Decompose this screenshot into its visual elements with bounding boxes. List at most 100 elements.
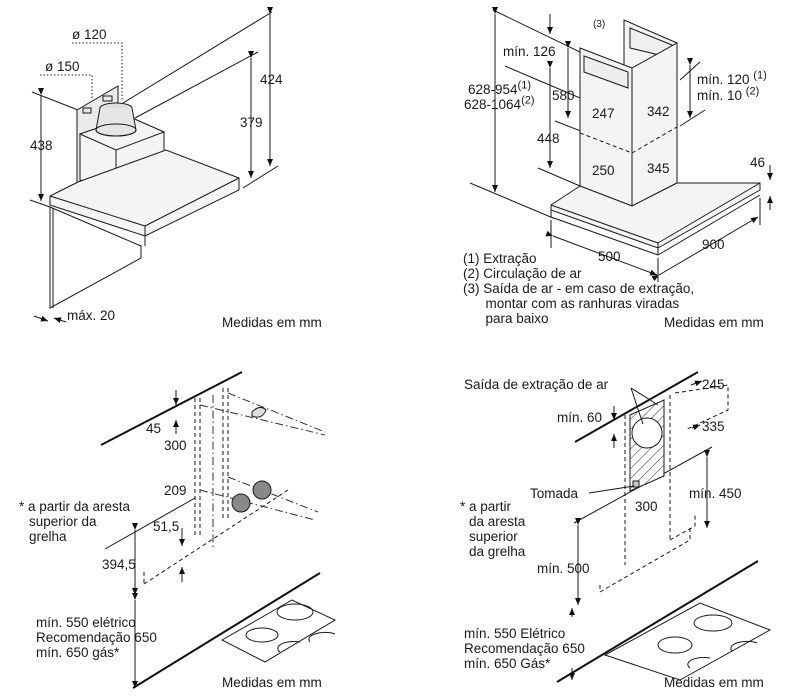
footnote-line-1: * a partir da aresta [19, 499, 131, 514]
upper-chimney-label: 580 [552, 88, 575, 103]
extension-line [469, 182, 554, 219]
bracket-slot [82, 107, 92, 114]
min-recirculation-value: mín. 10 [697, 88, 743, 103]
wall-plug [252, 480, 272, 500]
clearance-electric: mín. 550 elétrico [36, 615, 136, 630]
unit-note: Medidas em mm [222, 315, 322, 330]
lower-chimney-label: 448 [537, 131, 560, 146]
footnote-line-3: superior [469, 529, 518, 544]
extension-line [31, 91, 79, 111]
dimension-900 [651, 216, 759, 282]
legend-item-3: (3) Saída de ar - em caso de extração, [463, 281, 695, 296]
min-top-label: mín. 126 [503, 44, 556, 59]
total-height-extraction: 628-954(1) [468, 79, 531, 97]
extension-line [134, 51, 259, 119]
front-view-drawing [469, 7, 773, 282]
leader-socket [588, 485, 635, 494]
side-view-drawing [29, 7, 279, 324]
total-height-extraction-value: 628-954 [468, 82, 518, 97]
total-height-recirculation-value: 628-1064 [464, 97, 522, 112]
leader-120 [72, 42, 123, 100]
ceiling-line [574, 371, 699, 443]
extension-line [29, 199, 51, 208]
duct-diameter-150: ø 150 [45, 59, 80, 74]
extension-line [537, 167, 581, 187]
depth-label: 500 [598, 249, 621, 264]
footnote-line-2: superior da [29, 514, 97, 529]
clearance-gas: mín. 650 gás* [36, 645, 120, 660]
width-label: 900 [702, 237, 725, 252]
total-height-recirculation: 628-1064(2) [464, 94, 535, 112]
chimney-side [631, 42, 678, 207]
extension-line [122, 11, 273, 104]
grid-edge-line [104, 497, 196, 550]
legend-item-3-cont: para baixo [463, 311, 549, 326]
hob-line [556, 560, 759, 683]
dim-245-label: 245 [702, 377, 725, 392]
footnote-line-1: * a partir [460, 499, 512, 514]
footnote-line-4: da grelha [469, 544, 526, 559]
mounting-bracket [251, 406, 267, 418]
outlet-drawing [556, 371, 772, 683]
dim-335-label: 335 [702, 419, 725, 434]
hob-line [132, 572, 321, 689]
lower-width-label: 250 [592, 163, 615, 178]
lower-depth-label: 345 [647, 161, 670, 176]
socket-label: Tomada [530, 486, 579, 501]
mounting-drawing [100, 371, 337, 689]
footnote-line-3: grelha [29, 529, 67, 544]
dim-45-label: 45 [146, 421, 162, 436]
min-extraction-value: mín. 120 [697, 72, 750, 87]
leader-outlet [630, 387, 644, 425]
dim-300-label: 300 [164, 438, 187, 453]
min-extraction-label: mín. 120 (1) [697, 69, 767, 87]
dimension-500 [545, 230, 658, 276]
footnote-ref-1: (1) [753, 69, 767, 82]
socket [632, 480, 640, 488]
callout-3: (3) [593, 19, 606, 30]
footnote-line-2: da aresta [469, 514, 526, 529]
unit-note: Medidas em mm [664, 675, 764, 690]
extension-line [242, 165, 279, 189]
clearance-recommended: Recomendação 650 [464, 641, 585, 656]
legend-item-2: (2) Circulação de ar [463, 266, 582, 281]
upper-width-label: 247 [592, 106, 615, 121]
bracket-slot [102, 95, 113, 102]
canopy [49, 149, 240, 237]
min-recirculation-label: mín. 10 (2) [697, 85, 760, 103]
dim-394-5-label: 394,5 [102, 557, 136, 572]
min-500-label: mín. 500 [537, 561, 590, 576]
unit-note: Medidas em mm [664, 315, 764, 330]
depth-left-label: 438 [30, 138, 53, 153]
unit-note: Medidas em mm [222, 675, 322, 690]
legend-item-1: (1) Extração [463, 251, 537, 266]
ceiling-line [100, 371, 243, 446]
duct-collar [95, 107, 137, 137]
dim-51-5-label: 51,5 [153, 519, 180, 534]
outlet-label: Saída de extração de ar [464, 377, 609, 392]
clearance-gas: mín. 650 Gás* [464, 656, 551, 671]
clearance-electric: mín. 550 Elétrico [464, 626, 566, 641]
min-60-label: mín. 60 [557, 410, 603, 425]
footnote-ref-2: (2) [521, 94, 535, 107]
height-body-label: 379 [240, 115, 263, 130]
hob [603, 602, 772, 681]
chimney-vent-slots [583, 55, 629, 89]
outlet-opening [631, 417, 663, 449]
wall-plug [231, 493, 251, 513]
footnote-ref-1: (1) [517, 79, 531, 92]
leader-150 [40, 74, 93, 100]
min-450-label: mín. 450 [689, 486, 742, 501]
duct-diameter-120: ø 120 [72, 27, 107, 42]
canopy-thickness-label: 46 [750, 155, 766, 170]
dim-209-label: 209 [164, 483, 187, 498]
upper-depth-label: 342 [647, 104, 670, 119]
wall-gap-label: máx. 20 [67, 308, 116, 323]
clearance-recommended: Recomendação 650 [36, 630, 157, 645]
footnote-ref-2: (2) [745, 85, 760, 98]
height-total-label: 424 [260, 72, 283, 87]
legend-item-3-cont: montar com as ranhuras viradas [463, 296, 680, 311]
hob [220, 599, 337, 663]
dim-300-label: 300 [635, 499, 658, 514]
